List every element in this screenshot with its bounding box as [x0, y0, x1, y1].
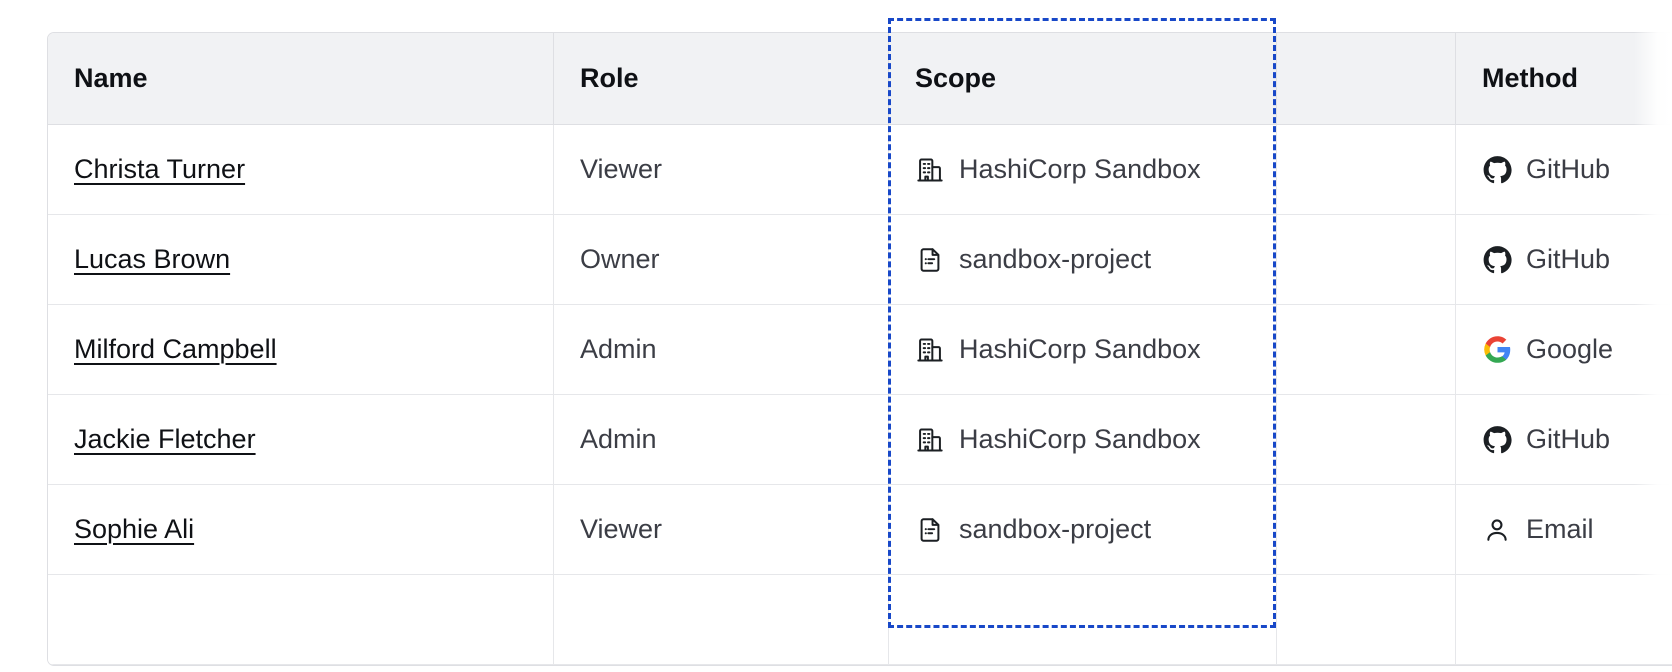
cell-scope: HashiCorp Sandbox	[889, 125, 1277, 215]
cell-method: GitHub	[1456, 125, 1672, 215]
cell-role: Viewer	[554, 485, 889, 575]
cell-name: Lucas Brown	[48, 215, 554, 305]
role-value: Admin	[580, 424, 657, 454]
github-icon	[1482, 155, 1512, 185]
cell-blank	[1277, 305, 1456, 395]
github-icon	[1482, 245, 1512, 275]
github-icon	[1482, 425, 1512, 455]
cell-blank	[1277, 575, 1456, 665]
cell-role: Viewer	[554, 125, 889, 215]
cell-method: GitHub	[1456, 215, 1672, 305]
column-header-name[interactable]: Name	[48, 33, 554, 125]
user-name-link[interactable]: Sophie Ali	[74, 514, 195, 544]
column-header-method[interactable]: Method	[1456, 33, 1672, 125]
cell-blank	[1277, 125, 1456, 215]
cell-role	[554, 575, 889, 665]
cell-method: Email	[1456, 485, 1672, 575]
scope-value: HashiCorp Sandbox	[959, 154, 1201, 184]
column-header-scope[interactable]: Scope	[889, 33, 1277, 125]
cell-method: Google	[1456, 305, 1672, 395]
cell-method: GitHub	[1456, 395, 1672, 485]
table-row[interactable]: Sophie Ali Viewer sandbox-project Email	[48, 485, 1672, 575]
cell-name: Jackie Fletcher	[48, 395, 554, 485]
table-header-row: Name Role Scope Method	[48, 33, 1672, 125]
cell-name: Christa Turner	[48, 125, 554, 215]
role-value: Admin	[580, 334, 657, 364]
method-value: GitHub	[1526, 424, 1611, 454]
organization-building-icon	[915, 155, 945, 185]
table-row[interactable]: Lucas Brown Owner sandbox-project GitHub	[48, 215, 1672, 305]
cell-scope: sandbox-project	[889, 215, 1277, 305]
table-row[interactable]: Jackie Fletcher Admin HashiCorp Sandbox G…	[48, 395, 1672, 485]
table-header: Name Role Scope Method	[48, 33, 1672, 125]
google-icon	[1482, 335, 1512, 365]
organization-building-icon	[915, 335, 945, 365]
column-header-role[interactable]: Role	[554, 33, 889, 125]
cell-scope: HashiCorp Sandbox	[889, 305, 1277, 395]
role-value: Viewer	[580, 514, 663, 544]
project-document-icon	[915, 515, 945, 545]
cell-blank	[1277, 395, 1456, 485]
cell-name	[48, 575, 554, 665]
column-header-blank	[1277, 33, 1456, 125]
role-value: Owner	[580, 244, 660, 274]
role-value: Viewer	[580, 154, 663, 184]
method-value: Google	[1526, 334, 1614, 364]
organization-building-icon	[915, 425, 945, 455]
cell-blank	[1277, 485, 1456, 575]
cell-scope: sandbox-project	[889, 485, 1277, 575]
cell-role: Owner	[554, 215, 889, 305]
scope-value: HashiCorp Sandbox	[959, 424, 1201, 454]
scope-value: HashiCorp Sandbox	[959, 334, 1201, 364]
cell-role: Admin	[554, 305, 889, 395]
project-document-icon	[915, 245, 945, 275]
user-name-link[interactable]: Lucas Brown	[74, 244, 231, 274]
method-value: GitHub	[1526, 244, 1611, 274]
cell-name: Milford Campbell	[48, 305, 554, 395]
method-value: GitHub	[1526, 154, 1611, 184]
user-name-link[interactable]: Milford Campbell	[74, 334, 277, 364]
cell-scope: HashiCorp Sandbox	[889, 395, 1277, 485]
person-email-icon	[1482, 515, 1512, 545]
table-row[interactable]: Christa Turner Viewer HashiCorp Sandbox G…	[48, 125, 1672, 215]
cell-blank	[1277, 215, 1456, 305]
cell-role: Admin	[554, 395, 889, 485]
scope-value: sandbox-project	[959, 514, 1152, 544]
method-value: Email	[1526, 514, 1594, 544]
cell-scope	[889, 575, 1277, 665]
user-name-link[interactable]: Jackie Fletcher	[74, 424, 256, 454]
scope-value: sandbox-project	[959, 244, 1152, 274]
cell-name: Sophie Ali	[48, 485, 554, 575]
user-name-link[interactable]: Christa Turner	[74, 154, 246, 184]
